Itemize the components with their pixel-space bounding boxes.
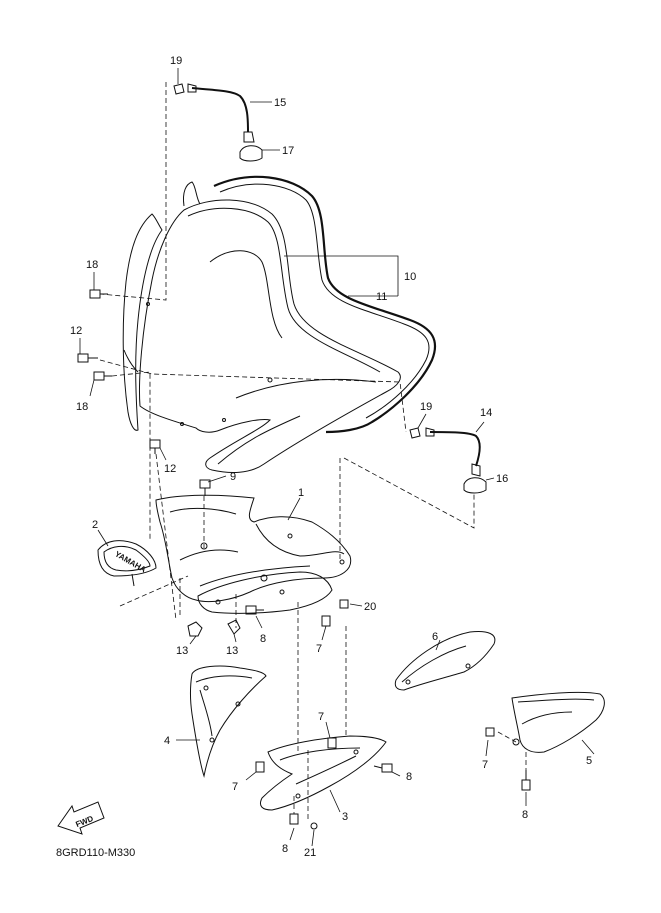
lower-inner-panel xyxy=(197,571,333,614)
callout-13-a: 13 xyxy=(176,645,188,657)
bolt-8-lower-right xyxy=(373,763,393,773)
callout-12-upper: 12 xyxy=(70,325,82,337)
callout-labels: 19 15 17 10 11 18 12 18 12 9 19 14 16 1 … xyxy=(70,55,592,859)
bolt-8-right xyxy=(521,770,531,791)
callout-7-c: 7 xyxy=(232,781,238,793)
callout-11: 11 xyxy=(376,291,387,303)
clip-7-a xyxy=(321,615,331,627)
top-fin xyxy=(183,181,201,207)
bolt-18-upper xyxy=(89,289,108,299)
callout-1: 1 xyxy=(298,487,304,499)
side-cover-6 xyxy=(394,631,496,691)
bolt-9 xyxy=(199,479,211,496)
clip-7-d xyxy=(485,727,495,737)
callout-7-d: 7 xyxy=(482,759,488,771)
hose-assembly-upper xyxy=(173,83,263,162)
callout-12-lower: 12 xyxy=(164,463,176,475)
side-panel-4 xyxy=(190,665,267,778)
clip-7-b xyxy=(327,737,337,749)
fwd-arrow-icon xyxy=(57,801,105,835)
callout-19-top: 19 xyxy=(170,55,182,67)
bolt-12-upper xyxy=(77,353,98,363)
nut-13-b xyxy=(227,619,241,635)
callout-18-lower: 18 xyxy=(76,401,88,413)
callout-6: 6 xyxy=(432,631,438,643)
callout-20: 20 xyxy=(364,601,376,613)
windscreen-trim xyxy=(213,175,437,434)
inner-panel-1 xyxy=(155,494,352,603)
callout-21: 21 xyxy=(304,847,316,859)
callout-5: 5 xyxy=(586,755,592,767)
callout-3: 3 xyxy=(342,811,348,823)
bolt-12-lower xyxy=(149,439,161,454)
callout-18-upper: 18 xyxy=(86,259,98,271)
callout-15: 15 xyxy=(274,97,286,109)
bolt-18-lower xyxy=(93,371,112,381)
bolt-8-center xyxy=(245,605,264,615)
hose-14 xyxy=(429,431,481,467)
clip-7-c xyxy=(255,761,265,773)
leader-lines xyxy=(79,68,595,847)
windshield-assembly xyxy=(122,175,437,473)
callout-14: 14 xyxy=(480,407,492,419)
callout-8-bottom: 8 xyxy=(282,843,288,855)
callout-8-lower-right: 8 xyxy=(406,771,412,783)
diagram-code: 8GRD110-M330 xyxy=(56,847,135,859)
cap-16 xyxy=(463,477,487,494)
bottom-panel-3 xyxy=(259,735,387,811)
fwd-direction-badge: FWD xyxy=(57,801,105,835)
bolt-20 xyxy=(339,599,349,609)
callout-9: 9 xyxy=(230,471,236,483)
callout-8-center: 8 xyxy=(260,633,266,645)
hose-15 xyxy=(191,87,249,133)
reference-lines xyxy=(99,82,527,820)
callout-19-right: 19 xyxy=(420,401,432,413)
bolt-8-bottom xyxy=(289,813,299,825)
washer-21 xyxy=(310,822,318,830)
grommet-19-top xyxy=(173,83,185,95)
nut-13-a xyxy=(187,621,203,637)
callout-4: 4 xyxy=(164,735,170,747)
cap-17-top xyxy=(239,145,263,162)
windshield-panel xyxy=(139,199,401,473)
small-fasteners xyxy=(187,599,495,830)
emblem-2: YAMAHA xyxy=(97,540,157,587)
callout-7-b: 7 xyxy=(318,711,324,723)
callout-2: 2 xyxy=(92,519,98,531)
side-cover-5 xyxy=(511,691,605,791)
callout-16: 16 xyxy=(496,473,508,485)
left-side-cowl xyxy=(122,213,163,431)
hose-assembly-right xyxy=(409,427,487,494)
callout-10: 10 xyxy=(404,271,416,283)
fasteners-left xyxy=(77,289,211,496)
fwd-label: FWD xyxy=(74,814,94,829)
grommet-19-right xyxy=(409,427,421,439)
callout-8-right: 8 xyxy=(522,809,528,821)
callout-13-b: 13 xyxy=(226,645,238,657)
callout-7-a: 7 xyxy=(316,643,322,655)
callout-17: 17 xyxy=(282,145,294,157)
